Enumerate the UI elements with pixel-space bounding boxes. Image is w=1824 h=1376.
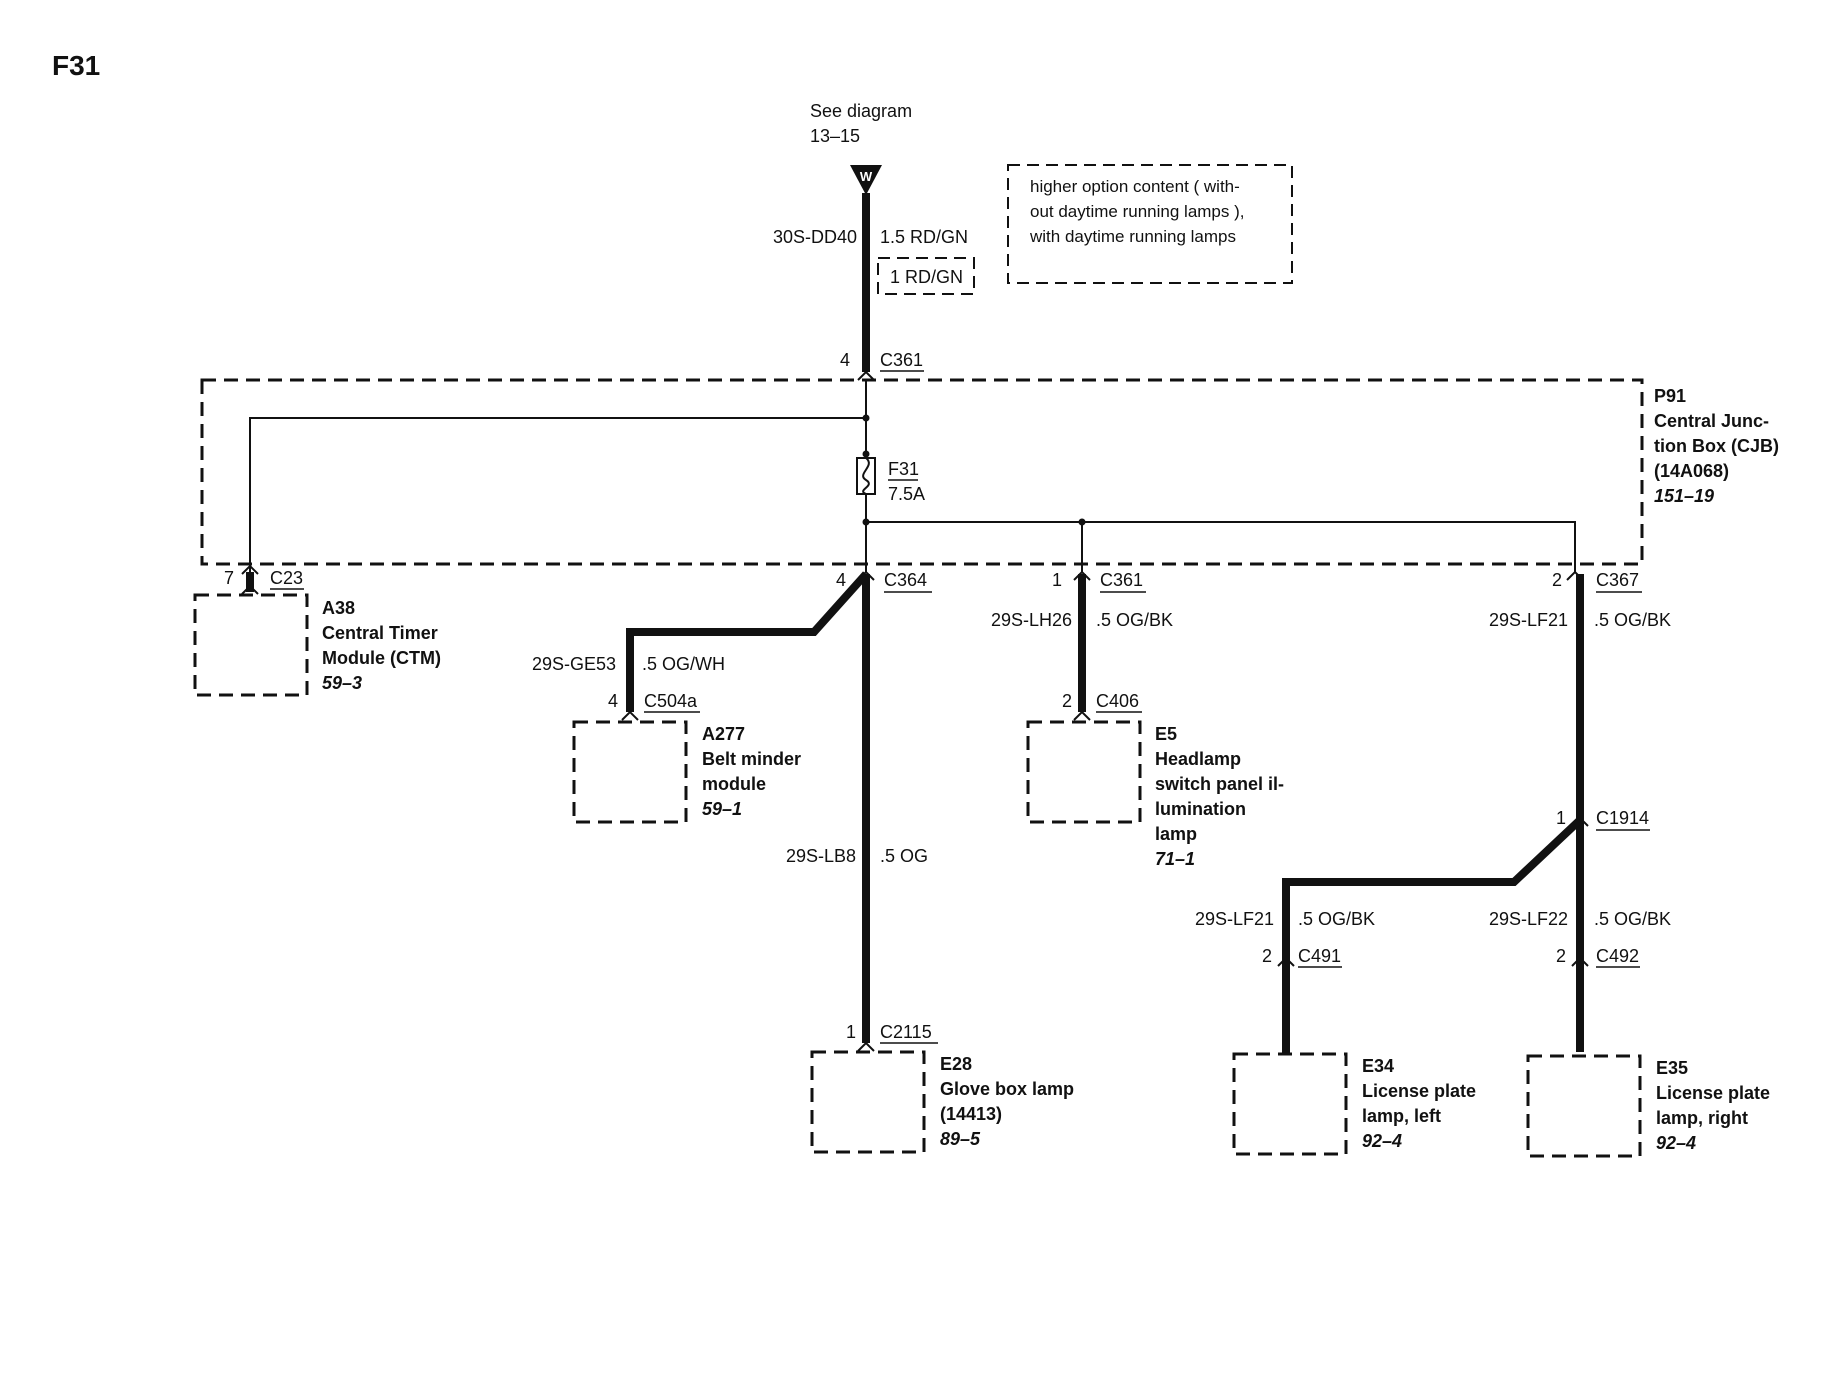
legend-note-line3: with daytime running lamps (1029, 227, 1236, 246)
glove-box-lamp-box (810, 1050, 926, 1154)
license-right-box (1526, 1054, 1642, 1158)
headlamp-name-line3: lumination (1155, 799, 1246, 819)
license-right-circuit: 29S-LF22 (1489, 909, 1568, 929)
license-left-box (1232, 1052, 1348, 1156)
license-left-name-line1: License plate (1362, 1081, 1476, 1101)
belt-name-line1: Belt minder (702, 749, 801, 769)
ctm-connector: C23 (270, 568, 303, 588)
cjb-ref: 151–19 (1654, 486, 1714, 506)
ctm-name-line1: Central Timer (322, 623, 438, 643)
license-top-connector: C367 (1596, 570, 1639, 590)
license-left-ref: 92–4 (1362, 1131, 1402, 1151)
license-left-connector: C491 (1298, 946, 1341, 966)
glove-pin: 1 (846, 1022, 856, 1042)
glove-ref: 89–5 (940, 1129, 981, 1149)
license-left-name-line2: lamp, left (1362, 1106, 1441, 1126)
license-top-pin: 2 (1552, 570, 1562, 590)
cjb-name-line2: tion Box (CJB) (1654, 436, 1779, 456)
license-left-pin: 2 (1262, 946, 1272, 966)
license-wire-label: .5 OG/BK (1594, 610, 1671, 630)
glove-circuit: 29S-LB8 (786, 846, 856, 866)
headlamp-name-line2: switch panel il- (1155, 774, 1284, 794)
belt-pin: 4 (608, 691, 618, 711)
license-splice-pin: 1 (1556, 808, 1566, 828)
headlamp-pin: 2 (1062, 691, 1072, 711)
license-right-id: E35 (1656, 1058, 1688, 1078)
belt-ref: 59–1 (702, 799, 742, 819)
license-right-wire-label: .5 OG/BK (1594, 909, 1671, 929)
ctm-name-line2: Module (CTM) (322, 648, 441, 668)
cjb-name-line1: Central Junc- (1654, 411, 1769, 431)
belt-minder-wire (626, 571, 869, 712)
see-diagram-ref: 13–15 (810, 126, 860, 146)
belt-wire-label: .5 OG/WH (642, 654, 725, 674)
headlamp-circuit: 29S-LH26 (991, 610, 1072, 630)
cjb-internal-bus (866, 521, 1576, 572)
headlamp-top-pin: 1 (1052, 570, 1062, 590)
cjb-id: P91 (1654, 386, 1686, 406)
license-circuit: 29S-LF21 (1489, 610, 1568, 630)
c364-connector: C364 (884, 570, 927, 590)
license-right-name-line2: lamp, right (1656, 1108, 1748, 1128)
feed-alt-wire: 1 RD/GN (890, 267, 963, 287)
license-right-pin: 2 (1556, 946, 1566, 966)
cjb-part: (14A068) (1654, 461, 1729, 481)
legend-note-line2: out daytime running lamps ), (1030, 202, 1245, 221)
license-right-ref: 92–4 (1656, 1133, 1696, 1153)
glove-id: E28 (940, 1054, 972, 1074)
glove-name-line1: Glove box lamp (940, 1079, 1074, 1099)
belt-minder-box (572, 720, 688, 824)
belt-connector: C504a (644, 691, 698, 711)
cjb-internal-ctm-wire (249, 417, 866, 585)
glove-part: (14413) (940, 1104, 1002, 1124)
glove-wire-label: .5 OG (880, 846, 928, 866)
c364-pin: 4 (836, 570, 846, 590)
fuse-id: F31 (888, 459, 919, 479)
page-title: F31 (52, 50, 100, 81)
headlamp-name-line4: lamp (1155, 824, 1197, 844)
legend-note-line1: higher option content ( with- (1030, 177, 1240, 196)
see-diagram-label: See diagram (810, 101, 912, 121)
license-right-name-line1: License plate (1656, 1083, 1770, 1103)
belt-id: A277 (702, 724, 745, 744)
license-left-circuit: 29S-LF21 (1195, 909, 1274, 929)
ctm-box (193, 593, 309, 697)
feed-alt-wire-box (877, 257, 975, 295)
license-left-wire (1282, 817, 1583, 1054)
belt-name-line2: module (702, 774, 766, 794)
ctm-id: A38 (322, 598, 355, 618)
feed-pin: 4 (840, 350, 850, 370)
ctm-ref: 59–3 (322, 673, 362, 693)
headlamp-top-connector: C361 (1100, 570, 1143, 590)
license-left-wire-label: .5 OG/BK (1298, 909, 1375, 929)
feed-connector: C361 (880, 350, 923, 370)
headlamp-name-line1: Headlamp (1155, 749, 1241, 769)
headlamp-id: E5 (1155, 724, 1177, 744)
connector-w-icon: W (850, 165, 882, 195)
connector-symbol (857, 370, 875, 381)
license-right-connector: C492 (1596, 946, 1639, 966)
headlamp-wire-label: .5 OG/BK (1096, 610, 1173, 630)
glove-connector: C2115 (880, 1022, 932, 1042)
feed-circuit: 30S-DD40 (773, 227, 857, 247)
headlamp-box (1026, 720, 1142, 824)
license-splice-connector: C1914 (1596, 808, 1649, 828)
cjb-box (200, 378, 1644, 566)
fuse-icon (856, 450, 876, 495)
belt-circuit: 29S-GE53 (532, 654, 616, 674)
feed-wire-label: 1.5 RD/GN (880, 227, 968, 247)
license-left-id: E34 (1362, 1056, 1394, 1076)
fuse-rating: 7.5A (888, 484, 925, 504)
connector-letter: W (860, 169, 873, 184)
headlamp-ref: 71–1 (1155, 849, 1195, 869)
ctm-pin: 7 (224, 568, 234, 588)
legend-note-box (1007, 164, 1293, 284)
headlamp-connector: C406 (1096, 691, 1139, 711)
